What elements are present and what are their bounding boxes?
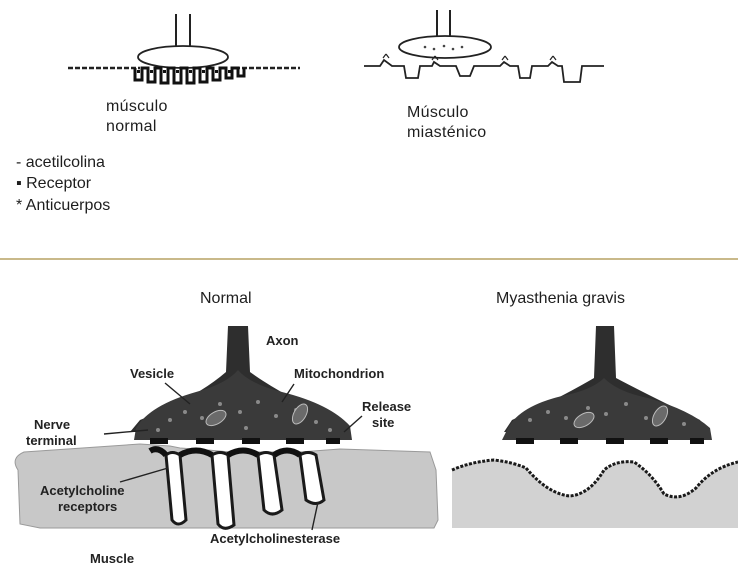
top-mg-junction <box>364 10 604 82</box>
label-muscle: Muscle <box>90 552 134 567</box>
top-mg-label-line2: miasténico <box>407 124 486 142</box>
mg-nmj-drawing <box>452 326 738 528</box>
top-normal-junction <box>68 14 300 83</box>
legend-item-antibodies: * Anticuerpos <box>16 197 110 215</box>
label-release-site-line1: Release <box>362 400 411 415</box>
legend-text: acetilcolina <box>26 154 105 171</box>
label-nerve-terminal-line2: terminal <box>26 434 77 449</box>
legend-marker: ▪ <box>16 175 22 192</box>
legend-marker: - <box>16 154 21 171</box>
legend-marker: * <box>16 197 22 214</box>
top-mg-label-line1: Músculo <box>407 104 469 122</box>
label-ach-receptors-line1: Acetylcholine <box>40 484 125 499</box>
label-release-site-line2: site <box>372 416 394 431</box>
legend-text: Receptor <box>26 175 91 192</box>
legend-text: Anticuerpos <box>26 197 111 214</box>
legend-item-receptor: ▪ Receptor <box>16 175 91 193</box>
normal-title: Normal <box>200 290 252 308</box>
legend-item-acetylcholine: - acetilcolina <box>16 154 105 172</box>
label-axon: Axon <box>266 334 299 349</box>
label-acetylcholinesterase: Acetylcholinesterase <box>210 532 340 547</box>
panel-divider <box>0 258 738 260</box>
top-normal-label-line2: normal <box>106 118 157 136</box>
label-nerve-terminal-line1: Nerve <box>34 418 70 433</box>
mg-title: Myasthenia gravis <box>496 290 625 308</box>
top-normal-label-line1: músculo <box>106 98 168 116</box>
label-mitochondrion: Mitochondrion <box>294 367 384 382</box>
label-vesicle: Vesicle <box>130 367 174 382</box>
label-ach-receptors-line2: receptors <box>58 500 117 515</box>
